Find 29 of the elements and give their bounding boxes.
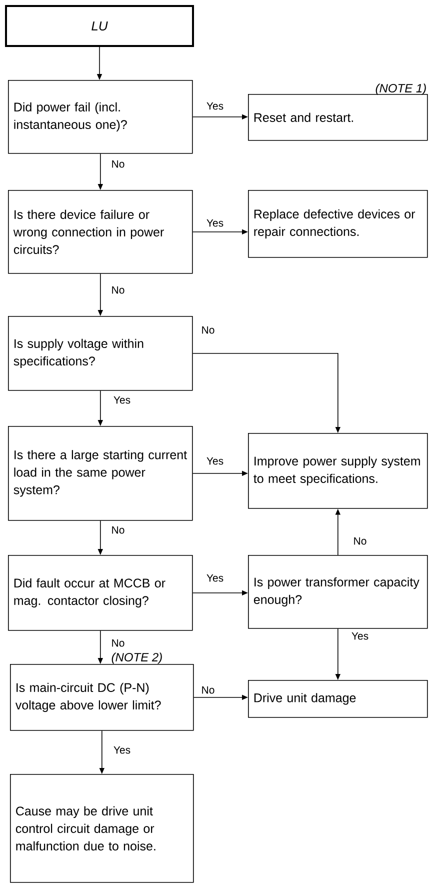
edge-label: No <box>110 159 126 169</box>
edge-label: Yes <box>205 573 225 583</box>
decision-box: Is power transformer capacity enough? <box>248 555 428 629</box>
decision-box: Is supply voltage within specifications? <box>8 316 193 391</box>
edge-label: No <box>110 525 126 535</box>
edge-label: No <box>352 536 368 546</box>
edge-label: Yes <box>112 395 132 405</box>
result-box: Cause may be drive unit control circuit damage or malfunction due to noise. <box>10 774 194 883</box>
action-box: Improve power supply system to meet specifications. <box>248 433 428 509</box>
action-box: Replace defective devices or repair connections. <box>248 190 428 258</box>
edge-label: Yes <box>205 101 225 111</box>
edge-label: No <box>200 325 216 335</box>
edge-label: Yes <box>112 745 132 755</box>
edge-label: Yes <box>205 218 225 228</box>
action-box: Reset and restart. <box>248 94 428 141</box>
edge-label: Yes <box>205 456 225 466</box>
result-box: Drive unit damage <box>248 680 428 718</box>
note-label: (NOTE 1) <box>376 84 426 95</box>
edge-label: No <box>110 285 126 295</box>
title-box: LU <box>5 5 194 47</box>
decision-box: Is there a large starting current load in the same power system? <box>8 426 193 521</box>
note-label: (NOTE 2) <box>112 652 162 664</box>
decision-box: Is there device failure or wrong connection in power circuits? <box>8 190 193 274</box>
decision-box: Did power fail (incl. instantaneous one)? <box>8 80 193 154</box>
edge-label: No <box>200 685 216 695</box>
edge-label: Yes <box>350 631 370 641</box>
edge-label: No <box>110 638 126 648</box>
decision-box: Is main-circuit DC (P-N) voltage above lower limit? <box>10 664 194 731</box>
decision-box: Did fault occur at MCCB or mag. contactor closing? <box>8 555 193 631</box>
